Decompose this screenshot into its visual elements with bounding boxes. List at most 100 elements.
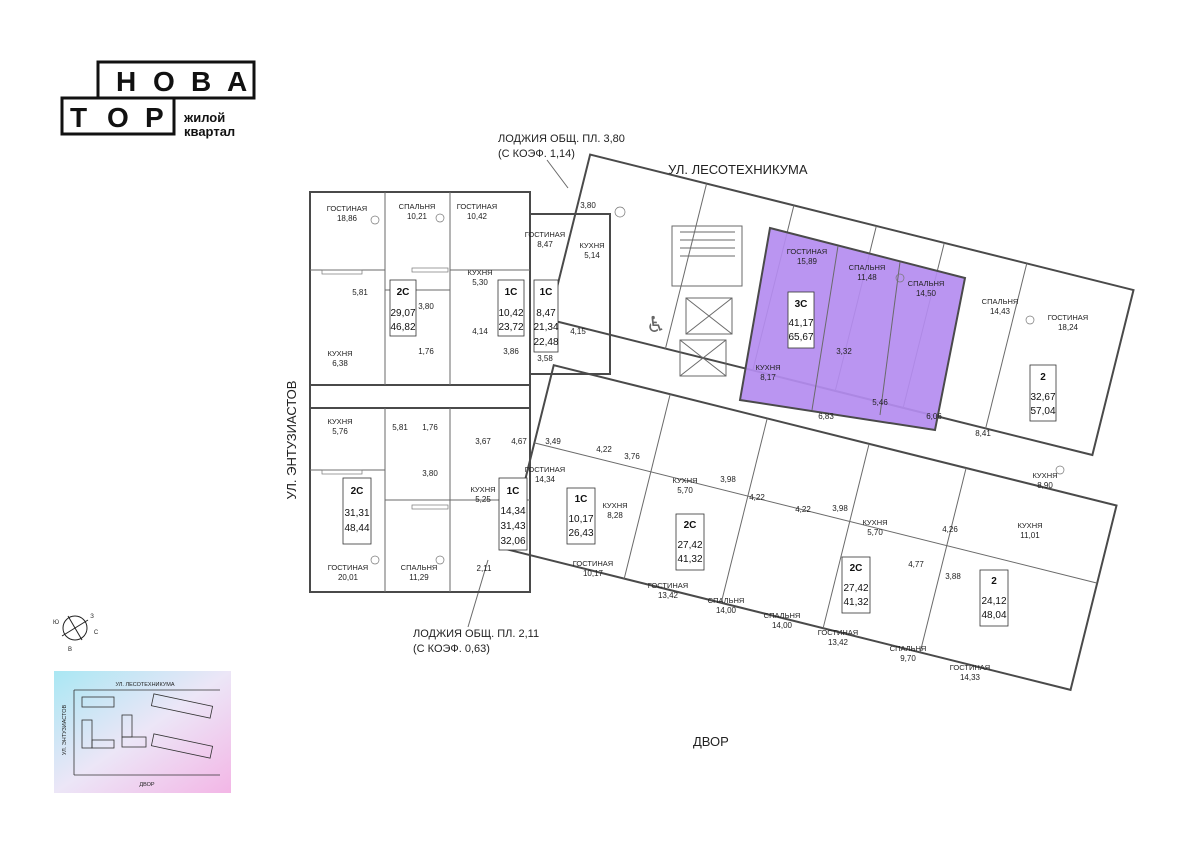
area-value: 6,83 (818, 412, 834, 421)
area-value: 1,76 (422, 423, 438, 432)
room-label: ГОСТИНАЯ (457, 202, 497, 211)
logo-letter: В (191, 66, 211, 97)
apartment-area: 65,67 (788, 332, 813, 343)
accessibility-icon: ♿ (646, 312, 666, 337)
room-label: ГОСТИНАЯ (1048, 313, 1088, 322)
area-value: 2,11 (477, 564, 493, 573)
area-value: 3,98 (720, 475, 736, 484)
compass-w: Ю (53, 620, 59, 626)
compass: З С В Ю (53, 614, 99, 653)
room-area: 18,24 (1058, 323, 1079, 332)
room-label: ГОСТИНАЯ (525, 465, 565, 474)
room-area: 10,21 (407, 212, 428, 221)
room-area: 10,17 (583, 569, 604, 578)
room-label: КУХНЯ (602, 501, 627, 510)
street-bottom-label: ДВОР (693, 734, 729, 749)
area-value: 5,81 (352, 288, 368, 297)
room-area: 14,00 (716, 606, 737, 615)
room-area: 15,89 (797, 257, 818, 266)
apartment-tag[interactable]: 1С 10,42 23,72 (497, 279, 525, 337)
area-value: 4,22 (596, 445, 612, 454)
room-label: КУХНЯ (579, 241, 604, 250)
room-label: СПАЛЬНЯ (982, 297, 1019, 306)
apartment-code: 2С (850, 563, 863, 574)
apartment-area: 46,82 (390, 322, 415, 333)
area-value: 4,77 (908, 560, 924, 569)
logo-subtitle: квартал (184, 124, 235, 139)
apartment-area: 10,42 (498, 308, 523, 319)
apartment-area: 32,67 (1030, 392, 1055, 403)
room-label: СПАЛЬНЯ (764, 611, 801, 620)
apartment-tag[interactable]: 2С 31,31 48,44 (342, 477, 372, 545)
apartment-tag[interactable]: 3С 41,17 65,67 (787, 291, 815, 349)
apartment-area: 10,17 (568, 514, 593, 525)
highlight-shape (740, 228, 965, 430)
logo-letter: Т (70, 102, 87, 133)
apartment-area: 32,06 (500, 536, 525, 547)
loggia-bottom-note: (С КОЭФ. 0,63) (413, 643, 490, 655)
logo-letter: Р (145, 102, 164, 133)
area-value: 3,76 (624, 452, 640, 461)
logo-letter: О (107, 102, 129, 133)
apartment-code: 2С (684, 520, 697, 531)
room-label: СПАЛЬНЯ (708, 596, 745, 605)
apartment-area: 31,43 (500, 521, 525, 532)
room-area: 14,00 (772, 621, 793, 630)
room-label: ГОСТИНАЯ (787, 247, 827, 256)
area-value: 3,67 (475, 437, 491, 446)
apartment-area: 22,48 (533, 337, 558, 348)
apartment-highlight[interactable] (738, 226, 967, 432)
room-area: 5,76 (332, 427, 348, 436)
apartment-code: 1С (507, 486, 520, 497)
apartment-code: 3С (795, 299, 808, 310)
small-areas: 3,80 5,81 3,80 4,14 3,86 1,76 4,15 3,58 … (352, 201, 991, 581)
area-value: 5,46 (872, 398, 888, 407)
apartment-tag[interactable]: 1С 14,34 31,43 32,06 (498, 477, 528, 551)
apartment-tag[interactable]: 1С 10,17 26,43 (566, 487, 596, 545)
area-value: 3,80 (580, 201, 596, 210)
logo-letter: О (153, 66, 175, 97)
apartment-code: 1С (575, 494, 588, 505)
apartment-tag[interactable]: 2С 27,42 41,32 (841, 556, 871, 614)
area-value: 8,41 (975, 429, 991, 438)
apartment-code: 1С (540, 287, 553, 298)
area-value: 3,88 (945, 572, 961, 581)
room-area: 9,70 (900, 654, 916, 663)
room-label: ГОСТИНАЯ (818, 628, 858, 637)
apartment-area: 48,04 (981, 610, 1006, 621)
decor (321, 206, 1065, 565)
apartment-tag[interactable]: 1С 8,47 21,34 22,48 (533, 279, 559, 353)
room-label: КУХНЯ (327, 417, 352, 426)
apartment-code: 2 (991, 576, 997, 587)
room-label: КУХНЯ (467, 268, 492, 277)
room-label: ГОСТИНАЯ (328, 563, 368, 572)
building-lower-wing (506, 363, 1118, 692)
apartment-area: 14,34 (500, 506, 525, 517)
room-label: КУХНЯ (672, 476, 697, 485)
apartment-tag[interactable]: 2С 29,07 46,82 (389, 279, 417, 337)
room-area: 14,34 (535, 475, 556, 484)
area-value: 4,26 (942, 525, 958, 534)
room-area: 13,42 (828, 638, 849, 647)
apartment-code: 2 (1040, 372, 1046, 383)
apartment-tag[interactable]: 2 32,67 57,04 (1029, 364, 1057, 422)
minimap[interactable]: УЛ. ЛЕСОТЕХНИКУМА УЛ. ЭНТУЗИАСТОВ ДВОР (54, 671, 231, 793)
area-value: 5,81 (392, 423, 408, 432)
area-value: 4,14 (472, 327, 488, 336)
minimap-left-label: УЛ. ЭНТУЗИАСТОВ (62, 705, 68, 756)
room-area: 5,70 (867, 528, 883, 537)
room-label: ГОСТИНАЯ (525, 230, 565, 239)
room-area: 5,25 (475, 495, 491, 504)
room-area: 5,14 (584, 251, 600, 260)
apartment-tag[interactable]: 2С 27,42 41,32 (675, 513, 705, 571)
loggia-top-note: (С КОЭФ. 1,14) (498, 148, 575, 160)
room-area: 6,38 (332, 359, 348, 368)
stairwell: ♿ (646, 225, 743, 377)
apartment-tag[interactable]: 2 24,12 48,04 (979, 569, 1009, 627)
room-area: 14,33 (960, 673, 981, 682)
street-left-label: УЛ. ЭНТУЗИАСТОВ (284, 381, 299, 500)
room-label: КУХНЯ (1017, 521, 1042, 530)
apartment-area: 8,47 (536, 308, 556, 319)
room-area: 20,01 (338, 573, 359, 582)
